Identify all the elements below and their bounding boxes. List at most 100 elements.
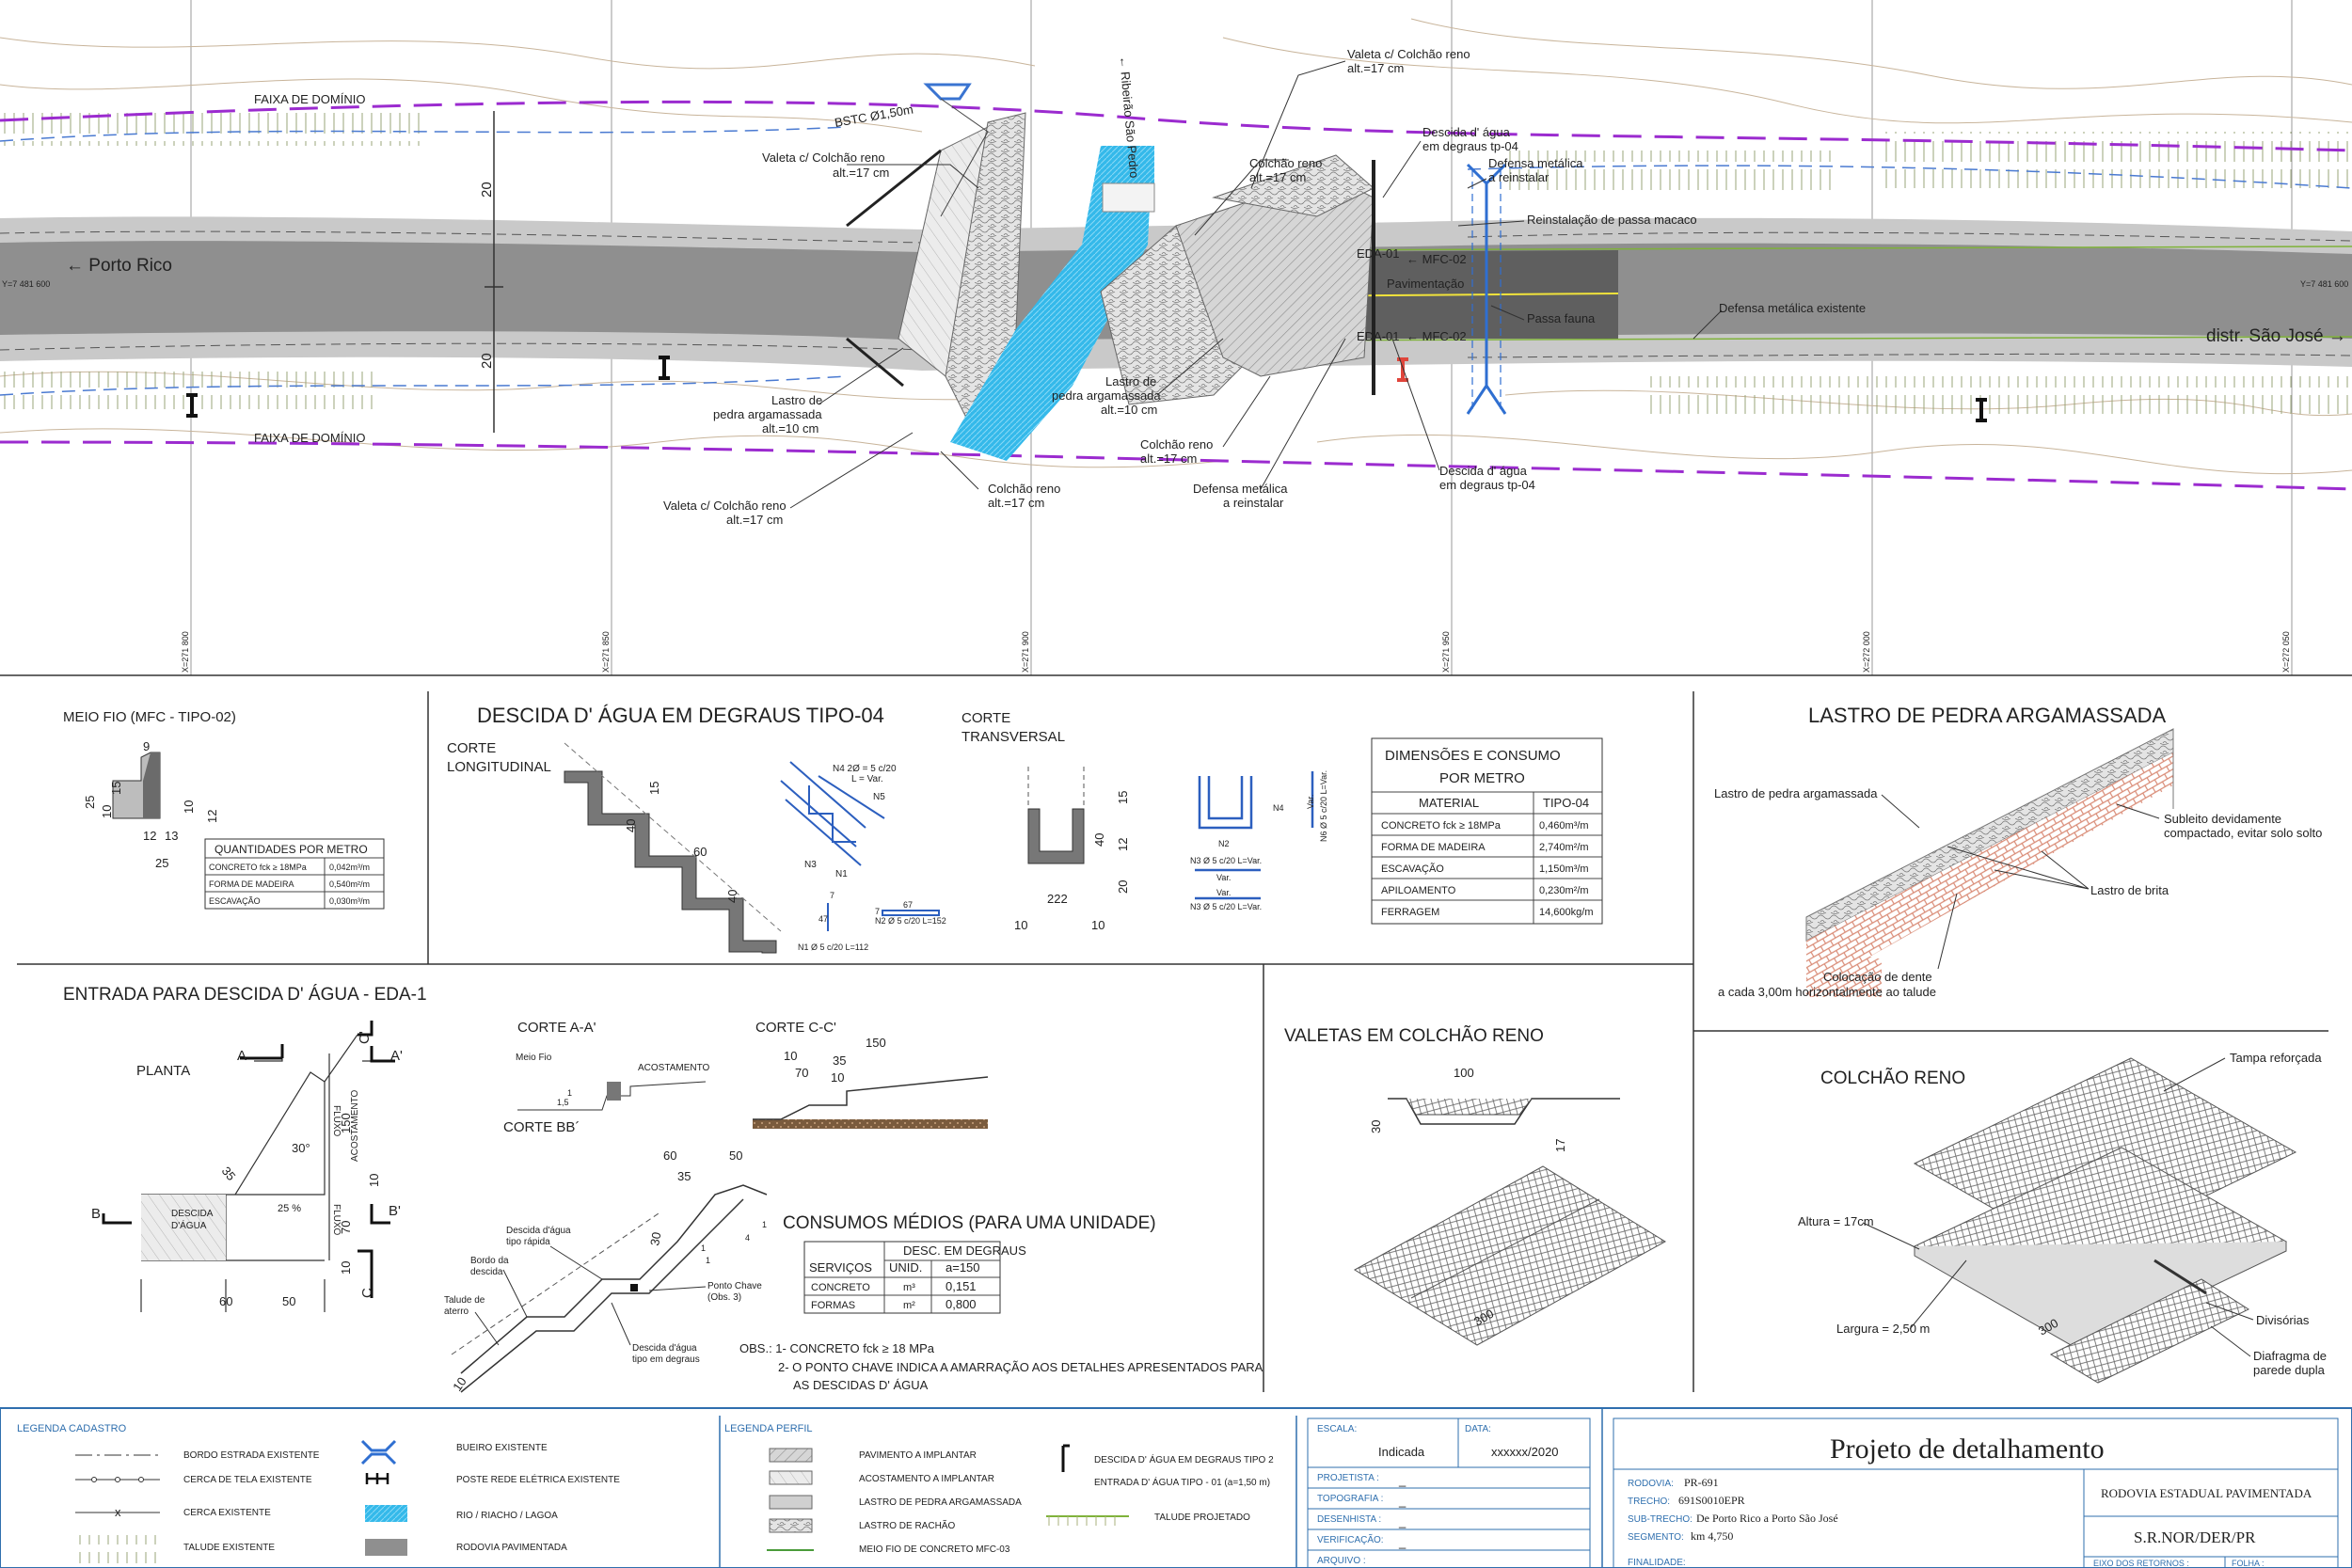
callout-descida-top: Descida d' água [1422, 125, 1511, 139]
legend-item: TALUDE PROJETADO [1154, 1513, 1250, 1523]
corte-longitudinal-label-2: LONGITUDINAL [447, 759, 551, 775]
porto-rico-label: ← Porto Rico [66, 256, 172, 276]
corte-aa-label: 1 [567, 1088, 572, 1098]
rebar-label: 47 [818, 914, 828, 924]
eda-dim: 70 [339, 1221, 353, 1234]
rebar-label: N2 Ø 5 c/20 L=152 [875, 916, 946, 926]
rebar-label: N5 [873, 792, 885, 802]
corte-bb-dim: 1 [762, 1220, 767, 1229]
acostamento-label: ACOSTAMENTO [350, 1089, 360, 1162]
data-label: DATA: [1465, 1424, 1491, 1434]
corte-cc-dim: 70 [795, 1066, 808, 1080]
valetas-detail: VALETAS EM COLCHÃO RENO 100 30 17 300 [1284, 1025, 1666, 1346]
rodovia-value: PR-691 [1684, 1476, 1719, 1489]
faixa-dominio-top [0, 100, 2352, 152]
callout-descida-top-alt: em degraus tp-04 [1422, 139, 1518, 153]
lastro-detail: LASTRO DE PEDRA ARGAMASSADA Lastro de pe… [1714, 704, 2322, 999]
valetas-title: VALETAS EM COLCHÃO RENO [1284, 1025, 1544, 1046]
corte-bb-label: (Obs. 3) [707, 1292, 741, 1303]
eixo-label: EIXO DOS RETORNOS : [2093, 1559, 2189, 1568]
table-header: TIPO-04 [1543, 796, 1589, 810]
eda-dim: 150 [339, 1113, 353, 1133]
table-cell: CONCRETO fck ≥ 18MPa [1381, 820, 1502, 832]
rebar-label: 7 [830, 891, 834, 900]
section-marker-c: C [359, 1288, 375, 1298]
descida-trans-dim: 15 [1116, 791, 1130, 804]
table-cell: FORMA DE MADEIRA [1381, 842, 1486, 853]
table-cell: 0,042m³/m [329, 863, 370, 872]
corte-bb-label: aterro [444, 1307, 469, 1317]
callout-valeta-top-right-alt: alt.=17 cm [1347, 61, 1404, 75]
projetista-value: _ [1398, 1473, 1406, 1487]
legend-item: CERCA EXISTENTE [183, 1508, 271, 1518]
escala-value: Indicada [1378, 1445, 1425, 1459]
coord-y-left: Y=7 481 600 [2, 279, 50, 289]
callout-defensa-bottom: Defensa metálica [1193, 482, 1288, 496]
callout-valeta-top-right: Valeta c/ Colchão reno [1347, 47, 1470, 61]
colchao-label: parede dupla [2253, 1363, 2326, 1377]
lastro-label: Colocação de dente [1823, 970, 1932, 984]
section-marker-c2: C' [357, 1031, 373, 1044]
corte-bb-title: CORTE BB´ [503, 1119, 580, 1135]
legend-cadastro: LEGENDA CADASTRO x BORDO ESTRADA EXISTEN… [17, 1416, 721, 1568]
table-cell: 0,460m³/m [1539, 820, 1589, 832]
topografia-value: _ [1398, 1494, 1406, 1508]
trecho-label: TRECHO: [1628, 1497, 1670, 1507]
descida-trans-dim: 10 [1014, 918, 1027, 932]
section-marker-b2: B' [389, 1203, 401, 1219]
callout-descida-bottom-alt: em degraus tp-04 [1439, 478, 1535, 492]
section-marker-b: B [91, 1206, 101, 1222]
eda-dim: 30° [292, 1141, 310, 1155]
corte-transversal-label: CORTE [961, 710, 1010, 726]
desenhista-value: _ [1398, 1514, 1406, 1528]
section-marker-a2: A' [390, 1048, 403, 1064]
legend-item: MEIO FIO DE CONCRETO MFC-03 [859, 1544, 1010, 1555]
rebar-label: 67 [903, 900, 913, 910]
dim-20-top: 20 [479, 182, 495, 198]
obs-line: AS DESCIDAS D' ÁGUA [793, 1378, 929, 1392]
corte-aa-title: CORTE A-A' [517, 1020, 596, 1036]
descida-detail: DESCIDA D' ÁGUA EM DEGRAUS TIPO-04 CORTE… [447, 704, 1603, 954]
callout-passa-macaco: Reinstalação de passa macaco [1527, 213, 1697, 227]
eda-dim: 50 [282, 1294, 295, 1308]
meio-fio-table-title: QUANTIDADES POR METRO [215, 843, 368, 856]
meio-fio-detail: MEIO FIO (MFC - TIPO-02) 9 25 15 10 12 1… [63, 709, 385, 910]
descida-dim: 15 [647, 782, 661, 795]
corte-bb-label: Ponto Chave [707, 1281, 762, 1291]
rodovia-label: RODOVIA: [1628, 1479, 1674, 1489]
callout-colchao-top: Colchão reno [1249, 156, 1322, 170]
colchao-label: Altura = 17cm [1798, 1214, 1874, 1228]
legend-item: DESCIDA D' ÁGUA EM DEGRAUS TIPO 2 [1094, 1453, 1274, 1465]
table-header: DESC. EM DEGRAUS [903, 1243, 1026, 1258]
corte-cc-dim: 35 [833, 1053, 846, 1068]
corte-bb-label: Descida d'água [506, 1226, 571, 1236]
descida-label: D'ÁGUA [171, 1219, 207, 1231]
meio-fio-table: QUANTIDADES POR METRO CONCRETO fck ≥ 18M… [204, 838, 385, 910]
corte-cc-title: CORTE C-C' [755, 1020, 836, 1036]
table-cell: ESCAVAÇÃO [209, 896, 261, 906]
sheet-frames [0, 674, 2352, 1568]
section-marker-a: A [237, 1048, 246, 1064]
table-cell: ESCAVAÇÃO [1381, 863, 1444, 875]
meio-fio-dim: 12 [143, 829, 156, 843]
callout-mfc-top: ← MFC-02 [1406, 252, 1467, 266]
corte-bb-label: Talude de [444, 1295, 485, 1306]
corte-cc-dim: 10 [784, 1049, 797, 1063]
svg-text:x: x [115, 1505, 121, 1519]
projetista-label: PROJETISTA : [1317, 1473, 1379, 1483]
callout-colchao-bottom-alt: alt.=17 cm [988, 496, 1044, 510]
callout-passa-fauna: Passa fauna [1527, 311, 1596, 325]
lastro-label: Subleito devidamente [2164, 812, 2281, 826]
callout-lastro-left: Lastro de [771, 393, 822, 407]
meio-fio-dim: 10 [182, 800, 196, 814]
callout-lastro-left-3: alt.=10 cm [762, 421, 818, 436]
descida-trans-dim: 10 [1091, 918, 1104, 932]
rebar-label: N1 Ø 5 c/20 L=112 [798, 942, 868, 952]
corte-bb-dim: 50 [729, 1148, 742, 1163]
lastro-label: a cada 3,00m horizontalmente ao talude [1718, 985, 1936, 999]
colchao-label: Tampa reforçada [2230, 1051, 2322, 1065]
legend-item: RODOVIA PAVIMENTADA [456, 1543, 567, 1553]
descida-trans-dim: 20 [1116, 880, 1130, 894]
legend-item: LASTRO DE RACHÃO [859, 1519, 955, 1531]
descida-trans-dim: 222 [1047, 892, 1068, 906]
